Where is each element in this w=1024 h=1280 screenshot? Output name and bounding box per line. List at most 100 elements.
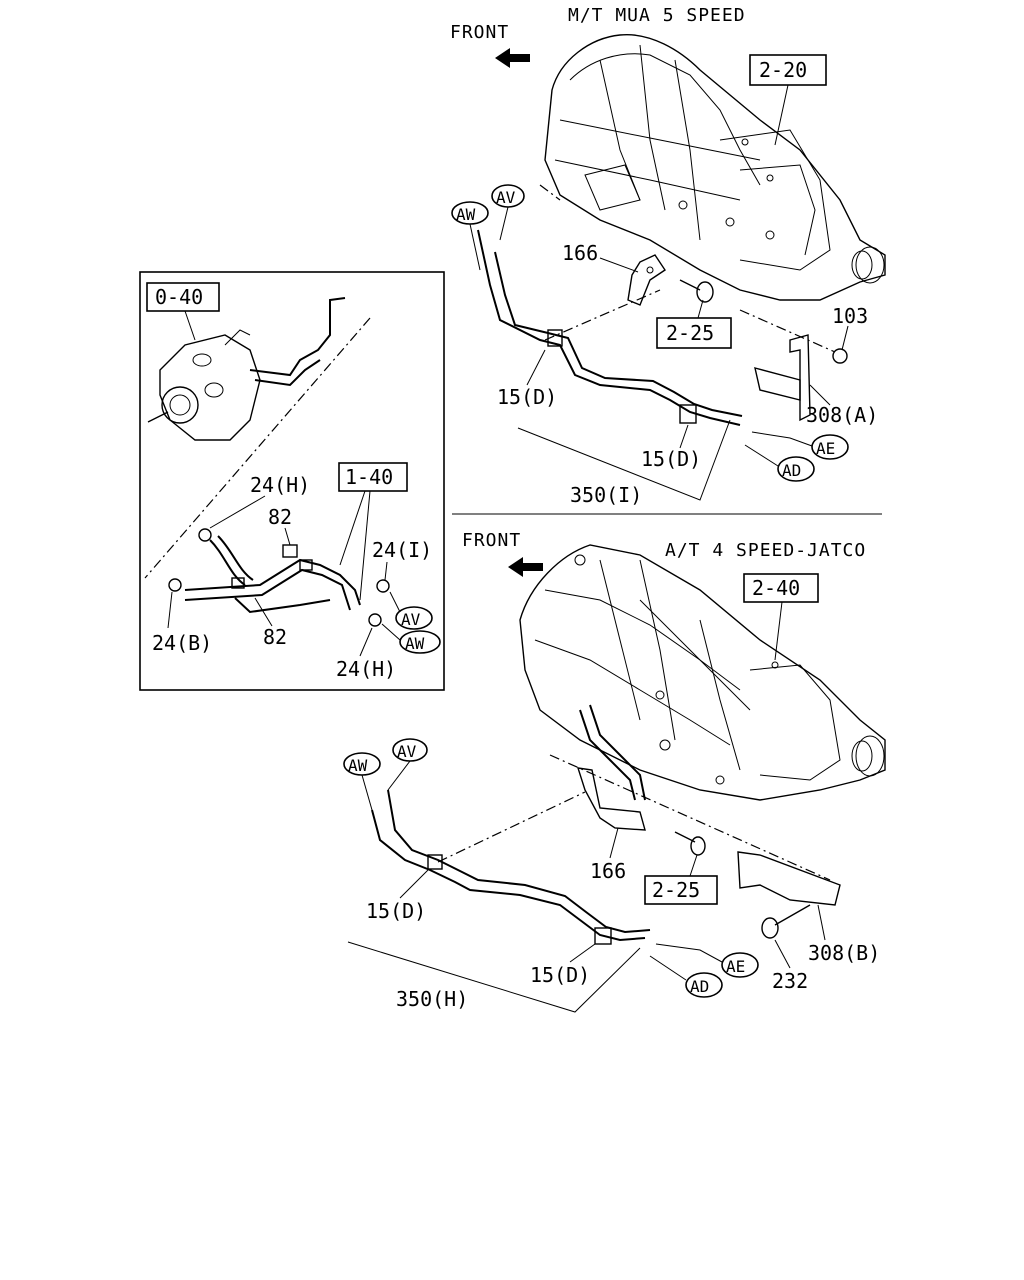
- callout-av-inset-label: AV: [401, 610, 421, 629]
- part-label-15d-at-a: 15(D): [366, 899, 426, 923]
- part-label-82-bottom: 82: [263, 625, 287, 649]
- leader-24b: [167, 591, 173, 629]
- leader-2-25-at: [689, 854, 698, 877]
- clamp-icon-24h-bottom: [368, 613, 382, 627]
- bracket-350h: [347, 941, 641, 1013]
- clamp-icon-24i: [376, 579, 390, 593]
- leader-15d-at-b: [569, 943, 596, 963]
- at-bracket-166: [576, 767, 646, 831]
- at-bolt: [674, 831, 706, 856]
- dash-inset-diag: [144, 317, 371, 579]
- mt-section-title: M/T MUA 5 SPEED: [568, 5, 746, 26]
- part-label-24i: 24(I): [372, 538, 432, 562]
- ref-box-0-40[interactable]: [146, 282, 220, 312]
- part-label-350h: 350(H): [396, 987, 468, 1011]
- callout-ae-at[interactable]: AE: [721, 952, 759, 978]
- front-arrow-icon-bottom: [508, 557, 543, 577]
- part-label-308a: 308(A): [806, 403, 878, 427]
- callout-ae-mt-label: AE: [816, 439, 835, 458]
- leader-15d-mt-a: [526, 349, 546, 386]
- leader-232: [774, 939, 791, 969]
- leader-308b: [817, 904, 826, 941]
- part-label-15d-at-b: 15(D): [530, 963, 590, 987]
- leader-av-mt: [499, 206, 509, 241]
- callout-av-at[interactable]: AV: [392, 738, 428, 762]
- part-label-103: 103: [832, 304, 868, 328]
- mt-cooler-pipes: [477, 229, 743, 426]
- part-label-166-at: 166: [590, 859, 626, 883]
- leader-0-40: [184, 310, 196, 341]
- leader-15d-at-a: [399, 869, 429, 899]
- part-label-166-mt: 166: [562, 241, 598, 265]
- part-label-15d-mt-b: 15(D): [641, 447, 701, 471]
- ref-box-2-20-label: 2-20: [759, 58, 807, 82]
- leader-aw-at: [361, 774, 373, 811]
- leader-aw-inset: [381, 623, 401, 641]
- leader-av-inset: [389, 591, 401, 613]
- part-label-24b: 24(B): [152, 631, 212, 655]
- ref-box-0-40-label: 0-40: [155, 285, 203, 309]
- leader-166-at: [609, 827, 619, 859]
- mt-bracket-166: [627, 254, 666, 306]
- front-label-bottom: FRONT: [462, 530, 521, 551]
- callout-aw-inset[interactable]: AW: [399, 630, 441, 654]
- part-label-24h-top: 24(H): [250, 473, 310, 497]
- mt-bolt: [679, 279, 714, 303]
- ref-box-2-20[interactable]: [749, 54, 827, 86]
- ref-box-1-40[interactable]: [338, 462, 408, 492]
- leader-24h-top: [209, 495, 266, 529]
- ref-box-1-40-label: 1-40: [345, 465, 393, 489]
- bracket-350i: [517, 419, 731, 501]
- ref-box-2-40-label: 2-40: [752, 576, 800, 600]
- dash-at-long: [549, 754, 831, 881]
- leader-1-40-a: [339, 490, 366, 566]
- callout-aw-mt[interactable]: AW: [451, 201, 489, 225]
- ref-box-2-25-at[interactable]: [644, 875, 718, 905]
- dash-trans-top: [539, 184, 561, 201]
- callout-ae-mt[interactable]: AE: [811, 434, 849, 460]
- callout-ae-at-label: AE: [726, 957, 745, 976]
- callout-ad-mt[interactable]: AD: [777, 456, 815, 482]
- callout-aw-mt-label: AW: [456, 205, 476, 224]
- leader-2-25-mt: [697, 299, 704, 319]
- dash-103: [739, 309, 836, 353]
- leader-ad-mt: [744, 444, 779, 467]
- mt-transmission-illustration: [544, 34, 886, 301]
- leader-24h-bottom: [359, 627, 373, 657]
- at-cooler-pipes: [371, 789, 651, 945]
- ref-box-2-40[interactable]: [743, 573, 819, 603]
- leader-82-bottom: [254, 597, 273, 627]
- part-label-24h-bottom: 24(H): [336, 657, 396, 681]
- mt-bracket-308a-plate: [754, 367, 801, 401]
- callout-av-at-label: AV: [397, 742, 417, 761]
- callout-av-mt[interactable]: AV: [491, 184, 525, 208]
- part-label-232: 232: [772, 969, 808, 993]
- callout-ad-at-label: AD: [690, 977, 709, 996]
- ref-box-2-25-mt[interactable]: [656, 317, 732, 349]
- leader-82-top: [284, 527, 291, 546]
- ref-box-2-25-mt-label: 2-25: [666, 321, 714, 345]
- callout-av-inset[interactable]: AV: [395, 606, 433, 630]
- part-label-82-top: 82: [268, 505, 292, 529]
- callout-aw-inset-label: AW: [405, 634, 425, 653]
- at-transmission-illustration: [519, 544, 886, 801]
- clamp-icon-24b: [168, 578, 182, 592]
- ref-box-2-25-at-label: 2-25: [652, 878, 700, 902]
- front-arrow-icon-top: [495, 48, 530, 68]
- leader-2-40: [774, 601, 783, 661]
- dash-pipe-bracket: [544, 289, 661, 341]
- leader-308a: [809, 384, 831, 406]
- leader-103: [841, 325, 849, 351]
- dash-at-pipe-bracket: [437, 791, 586, 863]
- leader-av-at: [387, 760, 411, 791]
- nut-icon-103: [832, 348, 848, 364]
- mt-bracket-308a: [789, 334, 811, 422]
- callout-aw-at[interactable]: AW: [343, 752, 381, 776]
- at-bolt-232: [761, 904, 811, 939]
- leader-24i: [384, 561, 388, 581]
- leader-166-mt: [599, 257, 639, 273]
- leader-15d-mt-b: [679, 424, 689, 449]
- part-label-308b: 308(B): [808, 941, 880, 965]
- callout-ad-at[interactable]: AD: [685, 972, 723, 998]
